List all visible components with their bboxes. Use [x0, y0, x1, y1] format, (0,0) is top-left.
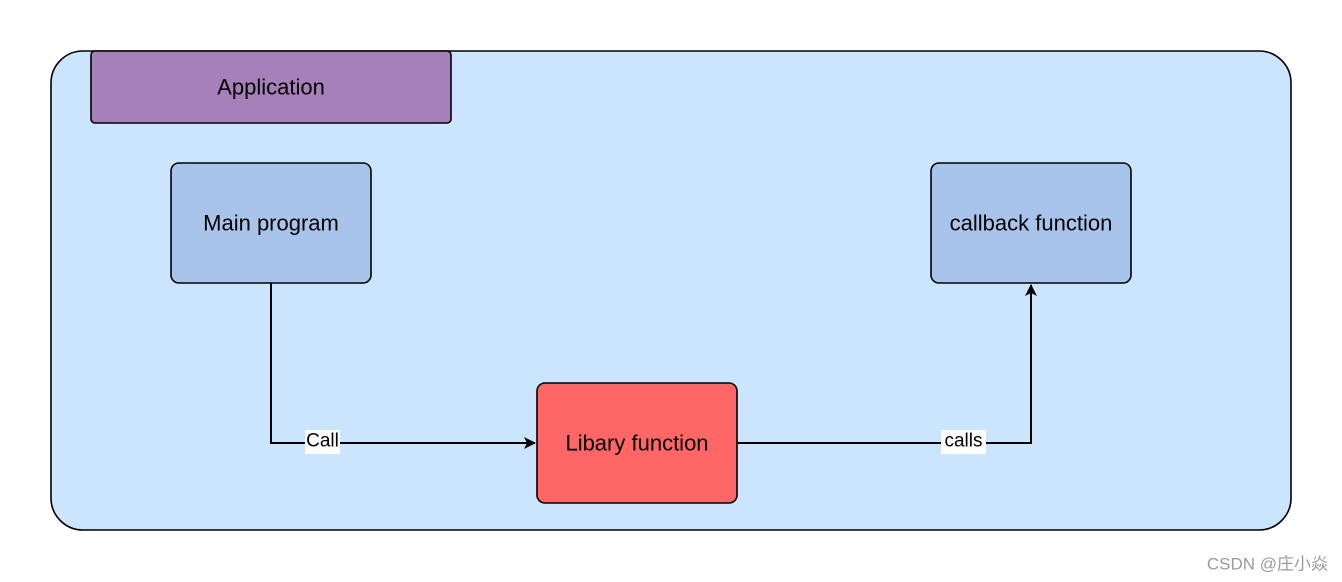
call-edge-label: Call: [306, 431, 339, 452]
call-edge-line: [270, 283, 536, 449]
calls-edge-line: [737, 284, 1037, 444]
call-edge-label-bg: [305, 430, 340, 454]
application-title-box: [90, 50, 452, 124]
calls-edge: calls: [737, 284, 1037, 454]
callback-function-node: callback function: [930, 162, 1132, 284]
application-title: Application: [217, 75, 325, 100]
callback-function-box: [930, 162, 1132, 284]
csdn-watermark: CSDN @庄小焱: [1207, 555, 1328, 574]
main-program-label: Main program: [203, 211, 339, 236]
main-program-node: Main program: [170, 162, 372, 284]
calls-edge-label: calls: [944, 431, 982, 452]
call-edge: Call: [270, 283, 536, 454]
library-function-label: Libary function: [565, 431, 708, 456]
calls-edge-label-bg: [941, 430, 986, 454]
library-function-node: Libary function: [536, 382, 738, 504]
callback-function-label: callback function: [950, 211, 1113, 236]
